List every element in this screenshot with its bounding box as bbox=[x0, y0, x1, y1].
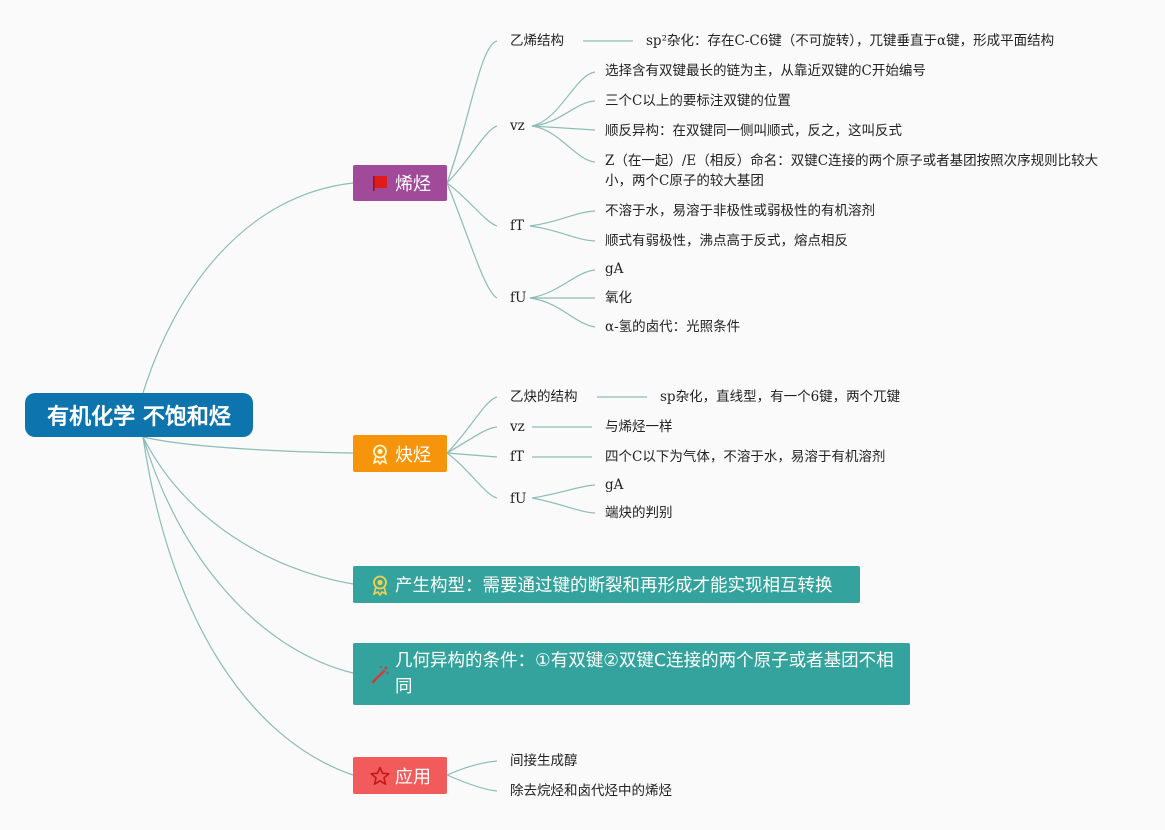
alkene-naming-item[interactable]: Z（在一起）/E（相反）命名：双键C连接的两个原子或者基团按照次序规则比较大小，… bbox=[605, 153, 1099, 189]
alkene-naming-item[interactable]: 三个C以上的要标注双键的位置 bbox=[605, 93, 791, 109]
application-item[interactable]: 除去烷烃和卤代烃中的烯烃 bbox=[510, 783, 672, 799]
topic-geometric-isomerism[interactable]: 几何异构的条件：①有双键②双键C连接的两个原子或者基团不相同 bbox=[353, 643, 910, 705]
alkyne-structure-label[interactable]: 乙炔的结构 bbox=[510, 389, 578, 405]
alkyne-physical-label[interactable]: fT bbox=[510, 449, 525, 465]
alkyne-reaction-item[interactable]: 端炔的判别 bbox=[605, 505, 673, 521]
root-topic[interactable]: 有机化学 不饱和烃 bbox=[25, 393, 253, 437]
alkyne-physical-detail[interactable]: 四个C以下为气体，不溶于水，易溶于有机溶剂 bbox=[605, 449, 886, 465]
topic-application[interactable]: 应用 bbox=[353, 757, 447, 794]
root-topic-label: 有机化学 不饱和烃 bbox=[47, 405, 231, 430]
alkene-reaction-item[interactable]: gA bbox=[605, 261, 624, 277]
application-item[interactable]: 间接生成醇 bbox=[510, 753, 578, 769]
award-badge-icon bbox=[369, 443, 391, 465]
alkene-reactions-label[interactable]: fU bbox=[510, 290, 527, 306]
alkene-naming-item[interactable]: 顺反异构：在双键同一侧叫顺式，反之，这叫反式 bbox=[605, 123, 902, 139]
star-icon bbox=[369, 765, 391, 787]
alkyne-reactions-label[interactable]: fU bbox=[510, 491, 527, 507]
alkene-physical-item[interactable]: 顺式有弱极性，沸点高于反式，熔点相反 bbox=[605, 233, 848, 249]
topic-conformation-label: 产生构型：需要通过键的断裂和再形成才能实现相互转换 bbox=[395, 576, 833, 596]
topic-conformation[interactable]: 产生构型：需要通过键的断裂和再形成才能实现相互转换 bbox=[353, 566, 860, 603]
alkene-naming-item[interactable]: 选择含有双键最长的链为主，从靠近双键的C开始编号 bbox=[605, 63, 926, 79]
alkyne-naming-detail[interactable]: 与烯烃一样 bbox=[605, 419, 673, 435]
topic-alkene[interactable]: 烯烃 bbox=[353, 165, 447, 201]
alkyne-structure-detail[interactable]: sp杂化，直线型，有一个6键，两个兀键 bbox=[660, 389, 901, 405]
topic-alkyne[interactable]: 炔烃 bbox=[353, 435, 447, 472]
alkene-reaction-item[interactable]: α-氢的卤代：光照条件 bbox=[605, 319, 741, 335]
alkene-structure-label[interactable]: 乙烯结构 bbox=[510, 33, 564, 49]
award-badge-icon bbox=[369, 574, 391, 596]
alkene-structure-detail[interactable]: sp²杂化：存在C-C6键（不可旋转），兀键垂直于α键，形成平面结构 bbox=[646, 33, 1055, 49]
alkene-reaction-item[interactable]: 氧化 bbox=[605, 290, 632, 306]
topic-geometric-isomerism-label: 几何异构的条件：①有双键②双键C连接的两个原子或者基团不相同 bbox=[395, 651, 894, 697]
topic-alkyne-label: 炔烃 bbox=[395, 444, 431, 466]
alkyne-naming-label[interactable]: vz bbox=[510, 419, 525, 435]
alkene-physical-label[interactable]: fT bbox=[510, 218, 525, 234]
alkyne-reaction-item[interactable]: gA bbox=[605, 477, 624, 493]
magic-wand-icon bbox=[369, 663, 391, 685]
topic-application-label: 应用 bbox=[395, 766, 431, 788]
alkene-naming-label[interactable]: vz bbox=[510, 118, 525, 134]
topic-alkene-label: 烯烃 bbox=[395, 174, 431, 195]
alkene-physical-item[interactable]: 不溶于水，易溶于非极性或弱极性的有机溶剂 bbox=[605, 203, 875, 219]
red-flag-icon bbox=[369, 172, 391, 194]
